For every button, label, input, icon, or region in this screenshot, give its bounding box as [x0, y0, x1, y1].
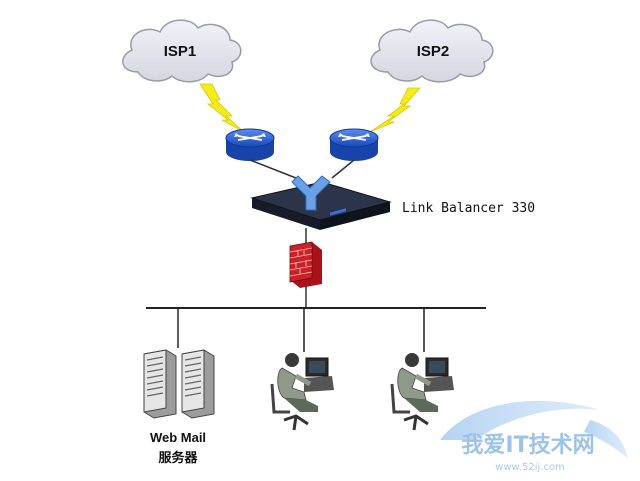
isp2-cloud: ISP2 [370, 19, 494, 83]
server-label-line1: Web Mail [150, 430, 206, 445]
watermark-site-name: 我爱IT技术网 [461, 433, 594, 458]
isp1-label: ISP1 [164, 43, 197, 60]
server-icon [143, 349, 177, 419]
lightning-icon [199, 83, 245, 133]
link-balancer-device [250, 175, 392, 230]
link-line [331, 159, 355, 179]
workstation-user-icon [390, 353, 454, 431]
router-icon [225, 128, 275, 161]
server-icon [181, 349, 215, 419]
router-icon [329, 128, 379, 161]
isp2-label: ISP2 [417, 43, 450, 60]
watermark-url: www.52ij.com [495, 462, 565, 473]
lightning-icon [369, 87, 421, 133]
link-line [249, 159, 297, 179]
device-label: Link Balancer 330 [402, 201, 535, 216]
isp1-cloud: ISP1 [122, 19, 242, 83]
firewall-icon [289, 241, 322, 288]
site-watermark: 我爱IT技术网 www.52ij.com [440, 400, 628, 473]
workstation-user-icon [270, 353, 334, 431]
server-label-line2: 服务器 [158, 450, 198, 466]
